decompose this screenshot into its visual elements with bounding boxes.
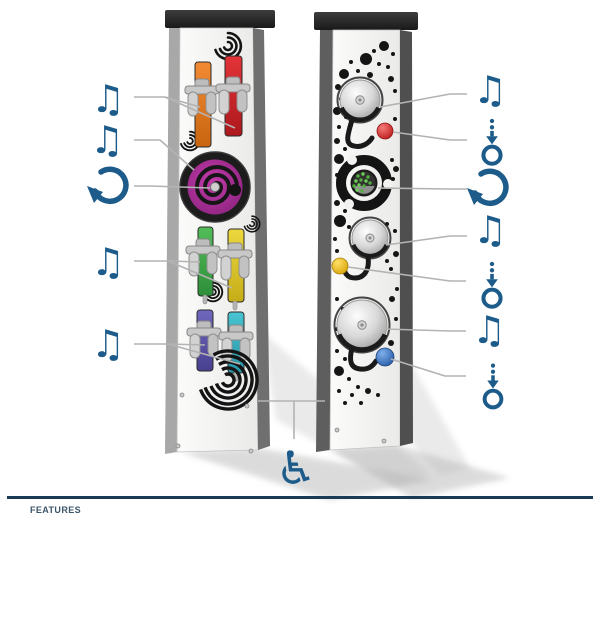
counter-drop-icon [483,262,500,307]
counter-ball-yellow[interactable] [331,257,349,275]
left-tower-left-edge [165,28,180,454]
right-tower [314,12,418,452]
right-tower-cap [314,12,418,30]
counter-track [348,345,379,372]
music-note-icon: ♫ [91,77,125,121]
features-heading: FEATURES [30,505,82,515]
callout-lines [134,93,467,439]
panel-screws [175,392,254,454]
music-note-icon: ♫ [90,118,124,162]
shaker-disc[interactable] [336,155,393,211]
right-tower-right-edge [400,30,413,446]
disc-hub [210,182,220,192]
clacker-knob[interactable] [229,184,241,196]
counter-drop-icon [482,361,504,410]
bell-top[interactable] [336,76,384,124]
sound-ripple-decoration [197,349,259,411]
music-note-icon: ♫ [91,240,125,284]
music-note-icon: ♫ [473,68,507,112]
annotation-icons-left: ♫ ♫ ♫ ♫ [87,77,126,366]
counter-ball-red[interactable] [376,122,394,140]
left-tower [165,10,275,454]
features-section: FEATURES ♫ MUSICAL- 6 flat chimes, 3 bel… [0,496,600,644]
wheelchair-icon: ♿ [275,441,316,495]
counter-ball-blue[interactable] [375,347,395,367]
rotate-icon [467,171,506,205]
panel-screws [334,427,387,444]
rotate-icon [87,169,126,203]
bell-bottom[interactable] [333,296,391,354]
shaker-beads [352,172,372,193]
music-note-icon: ♫ [472,308,506,352]
spiral-pattern [194,165,239,205]
counter-track [345,117,375,149]
music-note-icon: ♫ [473,208,507,252]
counter-drop-icon [483,119,500,164]
left-tower-cap [165,10,275,28]
left-tower-right-edge [253,28,270,450]
right-tower-left-edge [316,30,333,452]
music-note-icon: ♫ [91,322,125,366]
features-divider [7,496,593,499]
towers-illustration: ♫ ♫ ♫ ♫ ♫ ♫ ♫ ♿ [0,10,510,500]
annotation-icons-right: ♫ ♫ ♫ [467,68,507,410]
bell-middle[interactable] [348,216,392,260]
